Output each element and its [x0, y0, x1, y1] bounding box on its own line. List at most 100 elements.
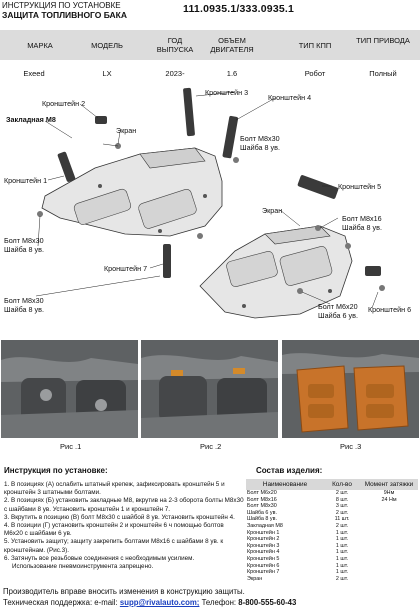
label-bracket-4: Кронштейн 4	[268, 93, 312, 102]
parts-cell-qty: 1 шт.	[335, 542, 349, 549]
parts-cell-name: Кронштейн 1	[247, 529, 280, 536]
parts-row: Кронштейн 2 1 шт.	[246, 536, 418, 543]
parts-header-torque: Момент затяжки	[360, 479, 418, 490]
instruction-step: 3. Вкрутить в позицию (В) болт М8х30 с ш…	[4, 513, 235, 521]
parts-cell-qty: 1 шт.	[335, 555, 349, 562]
installation-instructions: Инструкция по установке: 1. В позициях (…	[4, 466, 244, 571]
spec-header-engine: ОБЪЕМ ДВИГАТЕЛЯ	[210, 36, 254, 54]
spec-header-model: МОДЕЛЬ	[91, 41, 123, 50]
email-label: e-mail:	[94, 598, 118, 607]
product-title: ЗАЩИТА ТОПЛИВНОГО БАКА	[2, 10, 127, 20]
parts-cell-torque	[360, 576, 418, 583]
parts-cell-name: Кронштейн 7	[247, 569, 280, 576]
instruction-step: 5. Установить защиту; защиту закрепить б…	[4, 538, 224, 554]
parts-cell-qty: 8 шт.	[335, 496, 349, 503]
support-line: Техническая поддержка: e-mail: supp@riva…	[3, 598, 419, 607]
parts-cell-qty: 2 шт.	[335, 509, 349, 516]
parts-row: Кронштейн 1 1 шт.	[246, 530, 418, 537]
doc-type: ИНСТРУКЦИЯ ПО УСТАНОВКЕ	[2, 1, 121, 10]
parts-cell-torque	[360, 556, 418, 563]
label-bracket-6: Кронштейн 6	[368, 305, 412, 314]
instruction-step: 4. В позиции (Г) установить кронштейн 2 …	[4, 522, 224, 538]
spec-header-year: ГОД ВЫПУСКА	[156, 36, 194, 54]
page-header: ИНСТРУКЦИЯ ПО УСТАНОВКЕ ЗАЩИТА ТОПЛИВНОГ…	[0, 0, 420, 26]
parts-cell-name: Кронштейн 6	[247, 562, 280, 569]
photo-1-caption: Рис .1	[60, 442, 82, 451]
label-embedded-m8: Закладная М8	[6, 115, 56, 124]
label-washer-8-right: Шайба 8 ув.	[342, 223, 382, 232]
photo-1	[1, 340, 138, 438]
parts-cell-torque	[360, 563, 418, 570]
parts-cell-name: Болт М6х20	[247, 490, 277, 496]
spec-value-drive: Полный	[369, 69, 397, 78]
spec-header-drive: ТИП ПРИВОДА	[356, 36, 410, 45]
parts-cell-qty: 1 шт.	[335, 536, 349, 543]
label-washer-6: Шайба 6 ув.	[318, 311, 358, 320]
label-washer-8-bottom: Шайба 8 ув.	[4, 305, 44, 314]
parts-cell-name: Кронштейн 4	[247, 549, 280, 556]
photo-3	[282, 340, 419, 438]
spec-value-engine: 1.6	[226, 69, 238, 78]
parts-title: Состав изделия:	[256, 466, 323, 475]
parts-cell-name: Болт М8х30	[247, 503, 277, 510]
parts-cell-qty: 2 шт.	[335, 490, 349, 496]
label-bolt-m8x30-top: Болт М8х30	[240, 134, 280, 143]
parts-cell-qty: 1 шт.	[335, 569, 349, 576]
spec-header-gearbox: ТИП КПП	[298, 41, 332, 50]
parts-row: Шайба 6 ув. 2 шт.	[246, 510, 418, 517]
parts-cell-torque: 9Нм	[383, 490, 395, 496]
support-label: Техническая поддержка:	[3, 598, 93, 607]
installation-photos: Рис .1 Рис .2 Рис .3	[0, 340, 420, 460]
parts-cell-torque: 24 Нм	[381, 496, 397, 503]
parts-cell-torque	[360, 530, 418, 537]
photo-2-caption: Рис .2	[200, 442, 222, 451]
parts-cell-torque	[360, 503, 418, 510]
photo-3-caption: Рис .3	[340, 442, 362, 451]
parts-header-qty: Кол-во	[324, 479, 360, 490]
part-numbers: 111.0935.1/333.0935.1	[183, 3, 295, 15]
instruction-step: 6. Затянуть все резьбовые соединения с н…	[4, 554, 195, 562]
parts-cell-name: Кронштейн 2	[247, 536, 280, 543]
label-bracket-3: Кронштейн 3	[205, 88, 249, 97]
parts-cell-qty: 3 шт.	[335, 503, 349, 510]
manufacturer-note: Производитель вправе вносить изменения в…	[3, 587, 245, 596]
parts-row: Шайба 8 ув.11 шт.	[246, 516, 418, 523]
parts-row: Кронштейн 3 1 шт.	[246, 543, 418, 550]
parts-row: Кронштейн 7 1 шт.	[246, 569, 418, 576]
parts-cell-torque	[360, 536, 418, 543]
parts-row: Болт М6х20 2 шт. 9Нм	[246, 490, 418, 497]
parts-row: Кронштейн 4 1 шт.	[246, 549, 418, 556]
parts-cell-torque	[360, 569, 418, 576]
parts-cell-qty: 1 шт.	[335, 529, 349, 536]
parts-cell-torque	[360, 543, 418, 550]
label-bolt-m8x16: Болт М8х16	[342, 214, 382, 223]
label-washer-8-top: Шайба 8 ув.	[240, 143, 280, 152]
parts-cell-name: Шайба 6 ув.	[247, 509, 277, 516]
instruction-step: 1. В позициях (А) ослабить штатный крепе…	[4, 481, 225, 497]
parts-cell-name: Шайба 8 ув.	[247, 516, 277, 523]
spec-value-gearbox: Робот	[304, 69, 326, 78]
instructions-title: Инструкция по установке:	[4, 466, 108, 475]
label-screen-top: Экран	[116, 126, 137, 135]
parts-row: Болт М8х30 3 шт.	[246, 503, 418, 510]
assembly-drawing	[35, 87, 385, 319]
instruction-step: 2. В позициях (Б) установить закладные М…	[4, 497, 244, 513]
parts-cell-qty: 2 шт.	[335, 522, 349, 529]
parts-header-name: Наименование	[246, 479, 324, 490]
parts-cell-torque	[360, 516, 418, 523]
parts-cell-name: Экран	[247, 575, 263, 582]
leader-lines	[35, 91, 379, 309]
support-email-link[interactable]: supp@rivalauto.com;	[119, 598, 200, 607]
label-bracket-1: Кронштейн 1	[4, 176, 48, 185]
parts-cell-name: Кронштейн 3	[247, 542, 280, 549]
parts-list: Состав изделия: Наименование Кол-во Моме…	[246, 466, 418, 582]
parts-cell-qty: 1 шт.	[335, 549, 349, 556]
skid-plate-right	[199, 225, 353, 319]
spec-header-brand: МАРКА	[27, 41, 53, 50]
instruction-note: Использование пневмоинструмента запрещен…	[12, 563, 154, 571]
label-bolt-m8x30-left: Болт М8х30	[4, 236, 44, 245]
